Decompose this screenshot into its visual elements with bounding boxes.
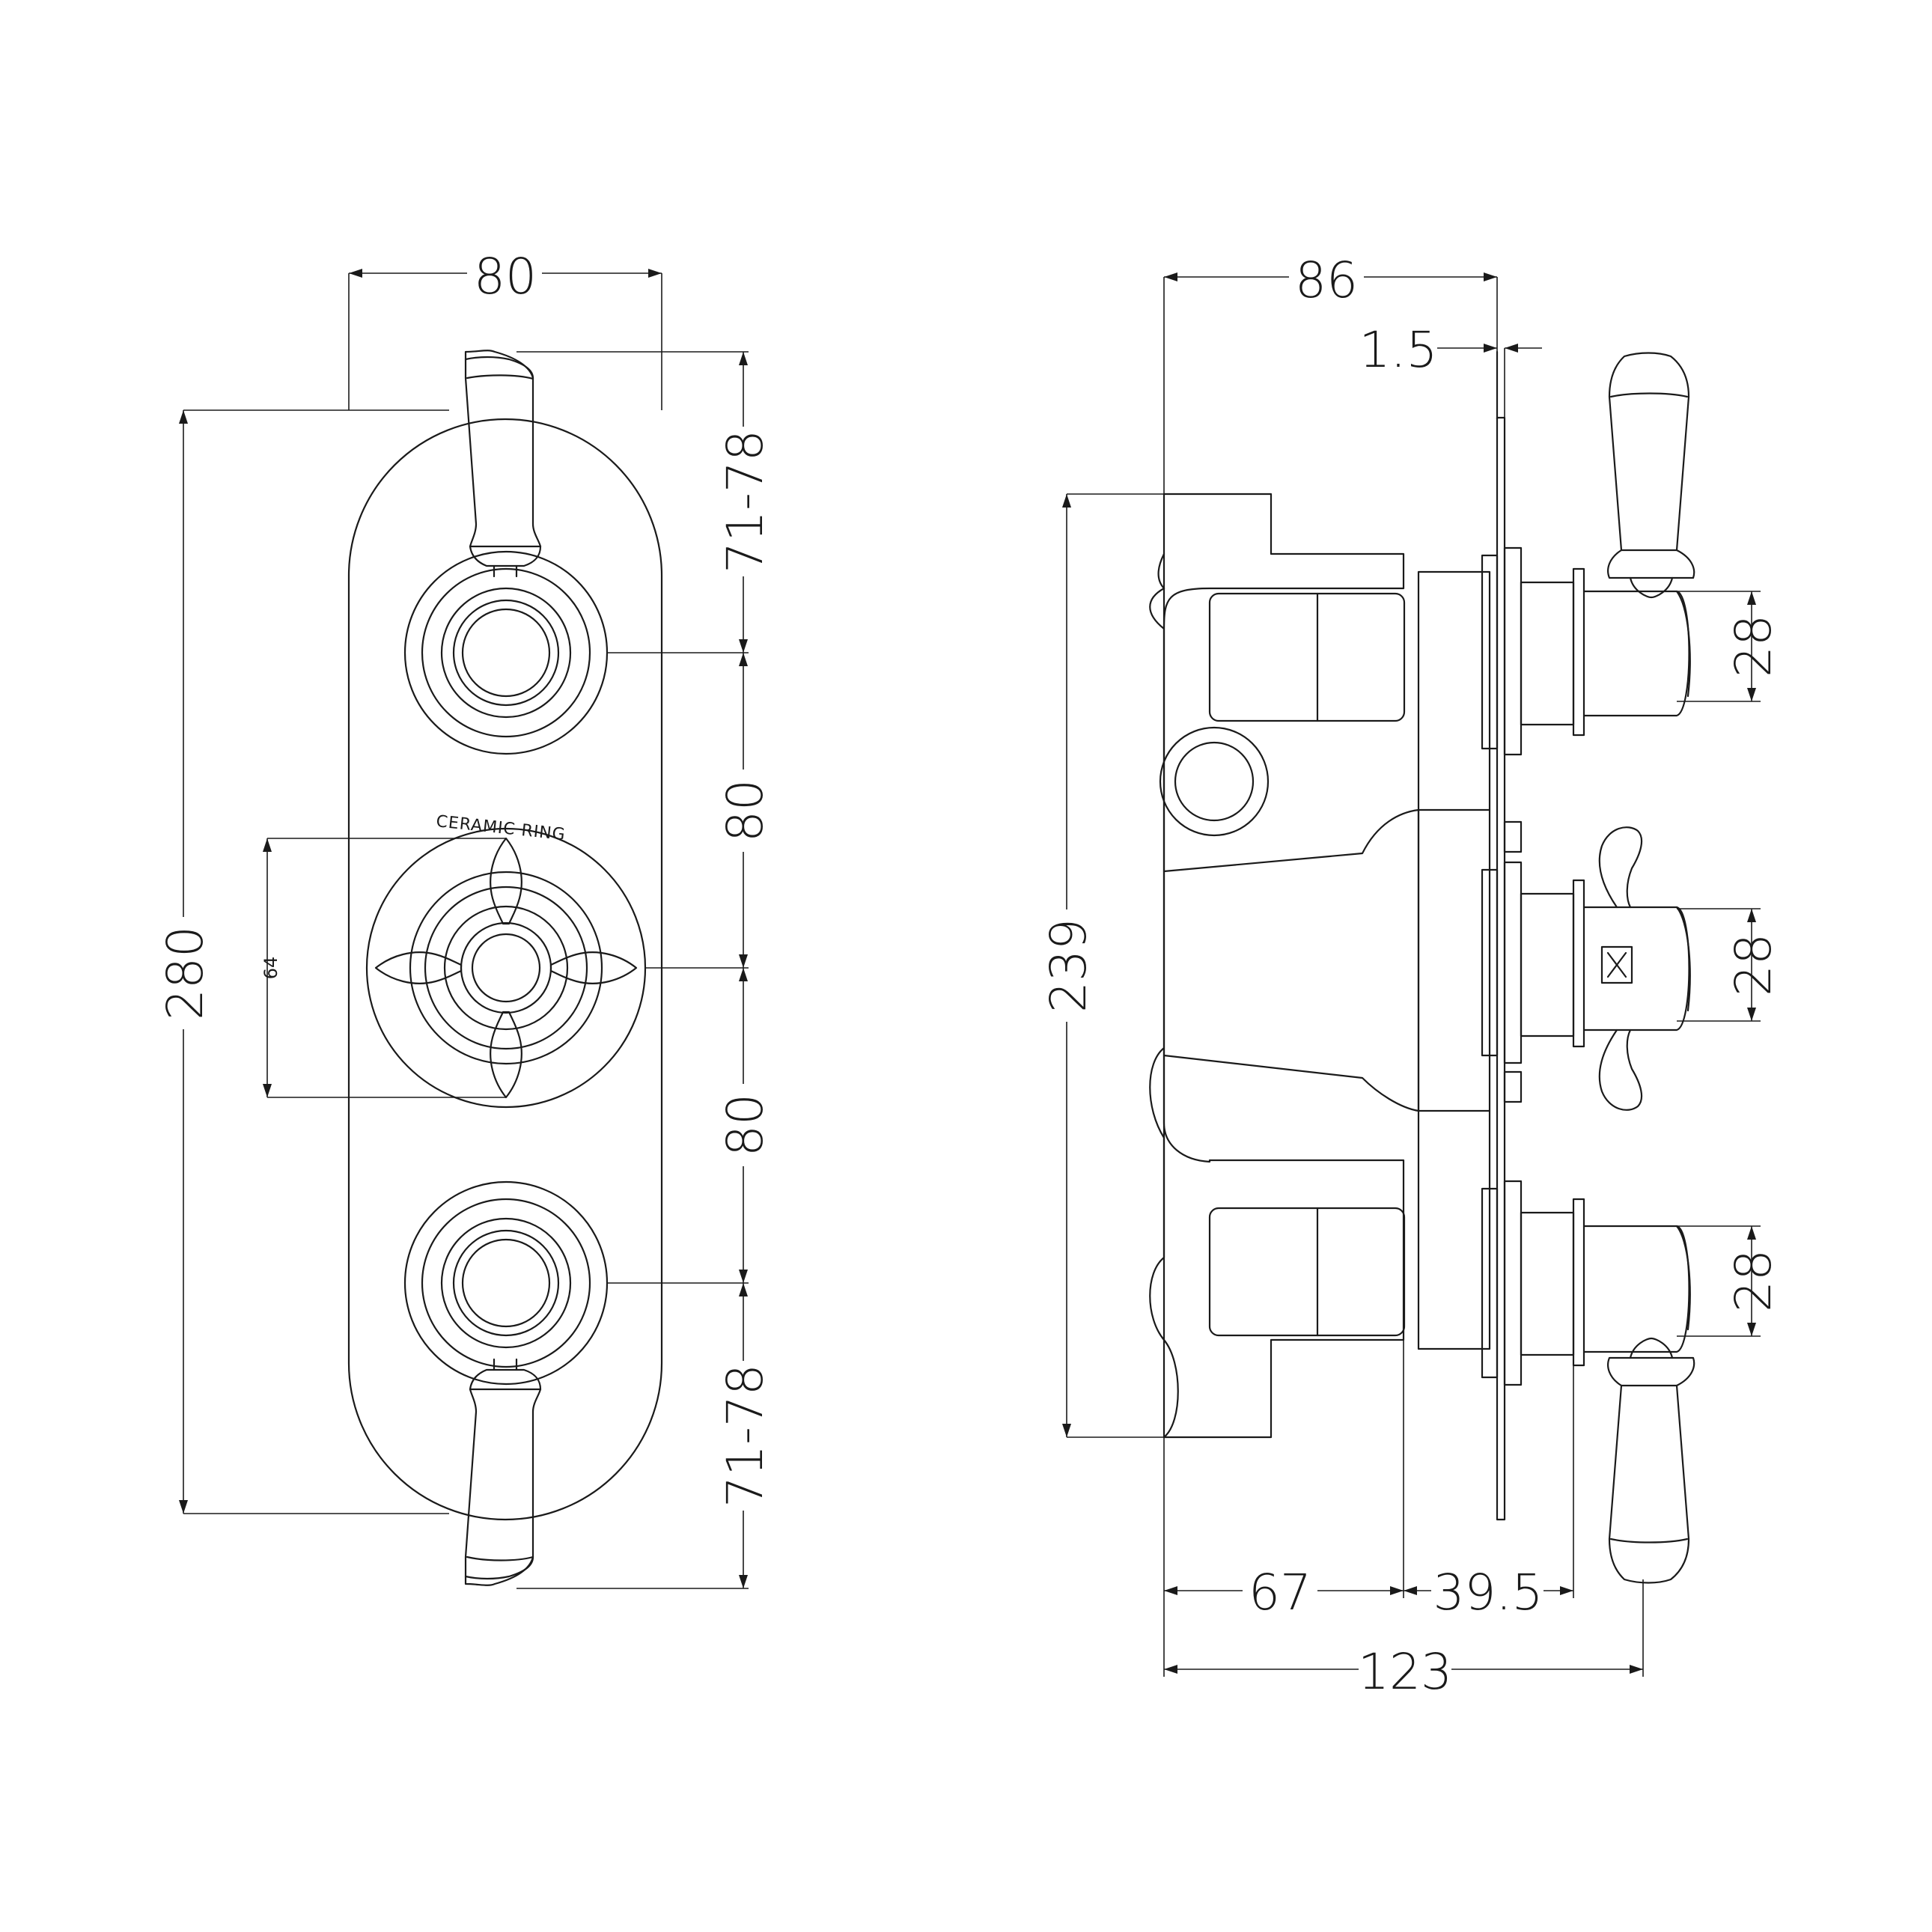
dim-overall-height-280: 280 (153, 409, 449, 1514)
upper-cartridge-block (1208, 592, 1406, 722)
backbox-body (1149, 493, 1405, 1439)
dim-overall-height-label: 280 (156, 926, 214, 1020)
dim-bottom-offset-label: 71-78 (716, 1364, 774, 1508)
middle-cross-valve (365, 827, 647, 1109)
dim-projection-label: 39.5 (1433, 1564, 1544, 1621)
bottom-valve (403, 1180, 609, 1386)
dim-spacing-lower-label: 80 (716, 1094, 774, 1157)
middle-taper-body (1162, 808, 1420, 1112)
dim-mid-spindle-label: 28 (1725, 933, 1782, 996)
dim-width-80: 80 (348, 247, 662, 410)
dim-total-depth-label: 123 (1358, 1643, 1452, 1701)
dim-bottom-chain: 67 39.5 (1163, 1340, 1574, 1677)
ceramic-ring-label: CERAMIC RING (435, 812, 566, 844)
dim-vertical-chain: 71-78 80 80 71-78 (516, 351, 774, 1589)
bottom-shroud (1520, 1198, 1691, 1367)
dim-plate-1-5: 1.5 (1359, 321, 1542, 419)
dim-handle-span-64: 64 (260, 838, 506, 1098)
wall-plate (1496, 416, 1506, 1521)
dim-spindle-top-28: 28 (1677, 591, 1782, 702)
mid-flange (1481, 820, 1523, 1103)
central-column (1417, 570, 1491, 1350)
dim-spindle-mid-28: 28 (1677, 908, 1782, 1022)
dim-handle-span-label: 64 (260, 957, 281, 980)
dim-body-height-239: 239 (1037, 493, 1164, 1438)
top-lever-handle (464, 350, 542, 578)
top-shroud (1520, 567, 1691, 737)
dim-plate-thickness-label: 1.5 (1359, 321, 1438, 379)
bottom-lever-handle (464, 1358, 542, 1586)
dim-body-height-label: 239 (1040, 918, 1097, 1013)
dim-top-spindle-label: 28 (1725, 615, 1782, 677)
dim-depth-overall-label: 86 (1295, 252, 1358, 309)
front-view: CERAMIC RING 80 (153, 247, 774, 1589)
dim-spacing-upper-label: 80 (716, 779, 774, 842)
lower-cartridge-block (1208, 1207, 1406, 1337)
dim-width-label: 80 (474, 248, 537, 305)
dim-spindle-bottom-28: 28 (1677, 1225, 1782, 1337)
side-view: 86 1.5 239 28 (1037, 251, 1782, 1701)
side-top-lever (1607, 352, 1695, 599)
faceplate-outline (347, 418, 663, 1521)
dim-top-offset-label: 71-78 (716, 430, 774, 573)
top-flange (1481, 546, 1523, 756)
side-bottom-lever (1607, 1337, 1695, 1584)
dim-total-123: 123 (1164, 1579, 1644, 1701)
mid-shroud (1520, 826, 1691, 1111)
bottom-flange (1481, 1180, 1523, 1386)
outlet-connection (1159, 726, 1270, 837)
dim-body-depth-label: 67 (1249, 1564, 1311, 1621)
dim-bottom-spindle-label: 28 (1725, 1249, 1782, 1312)
dim-depth-86: 86 (1163, 251, 1498, 494)
top-valve (403, 550, 609, 755)
